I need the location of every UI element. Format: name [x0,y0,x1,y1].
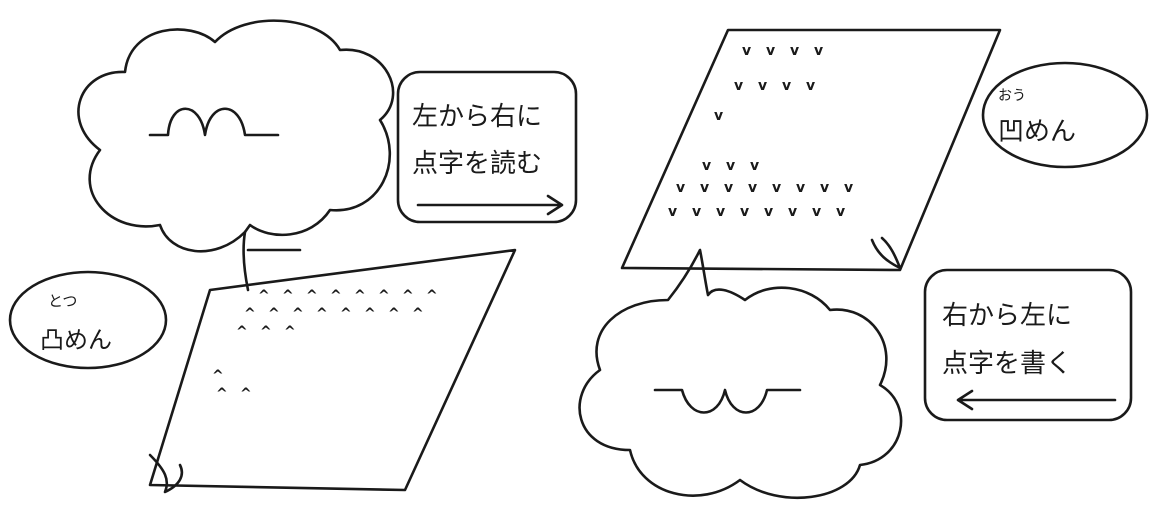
left-braille-sheet: ^^^^^^^^^^^^^^^^^^^^^^ [148,248,517,494]
raised-dot: ^ [306,288,318,304]
raised-dot-marks: ^^^^^^^^^^^^^^^^^^^^^^ [212,288,438,402]
write-direction-box: 右から左に 点字を書く [923,268,1133,422]
recessed-dot: v [790,43,799,59]
recessed-dot: v [812,204,821,220]
recessed-dot: v [750,158,759,174]
recessed-dot: v [796,180,805,196]
recessed-dot: v [806,78,815,94]
recessed-dot: v [788,204,797,220]
raised-dot: ^ [268,306,280,322]
write-box-line1: 右から左に [942,301,1072,331]
left-thought-cloud [77,19,395,292]
raised-dot: ^ [364,306,376,322]
raised-dot: ^ [244,306,256,322]
recessed-dot: v [692,204,701,220]
raised-dot: ^ [236,324,248,340]
concave-surface-text: 凹めん [998,117,1076,147]
raised-dot: ^ [258,288,270,304]
raised-dot: ^ [412,306,424,322]
recessed-dot: v [724,180,733,196]
raised-dot: ^ [212,368,224,384]
recessed-dot: v [748,180,757,196]
left-arrow-icon [956,389,1117,411]
raised-dot: ^ [402,288,414,304]
recessed-dot: v [668,204,677,220]
raised-dot: ^ [354,288,366,304]
raised-dot: ^ [282,288,294,304]
recessed-dot: v [844,180,853,196]
concave-profile-icon [653,388,802,414]
raised-dot: ^ [426,288,438,304]
raised-dot: ^ [388,306,400,322]
convex-surface-text: 凸めん [40,326,112,354]
raised-dot: ^ [216,386,228,402]
raised-dot: ^ [240,386,252,402]
concave-reading: おう [998,88,1026,104]
recessed-dot: v [772,180,781,196]
raised-dot: ^ [260,324,272,340]
recessed-dot: v [764,204,773,220]
read-box-line1: 左から右に [412,102,542,132]
recessed-dot: v [676,180,685,196]
raised-dot: ^ [378,288,390,304]
read-box-line2: 点字を読む [412,149,542,179]
concave-surface-label: おう 凹めん [981,61,1149,169]
recessed-dot: v [734,78,743,94]
recessed-dot: v [782,78,791,94]
read-direction-box: 左から右に 点字を読む [396,70,578,224]
raised-dot: ^ [316,306,328,322]
recessed-dot: v [700,180,709,196]
recessed-dot: v [836,204,845,220]
recessed-dot: v [814,43,823,59]
convex-surface-label: とつ 凸めん [8,270,168,370]
recessed-dot: v [702,158,711,174]
raised-dot: ^ [284,324,296,340]
recessed-dot: v [714,108,723,124]
convex-reading: とつ [48,292,77,310]
write-box-line2: 点字を書く [942,349,1072,379]
convex-profile-icon [148,107,280,137]
raised-dot: ^ [340,306,352,322]
recessed-dot: v [716,204,725,220]
recessed-dot: v [740,204,749,220]
right-thought-cloud [578,248,903,500]
raised-dot: ^ [292,306,304,322]
right-arrow-icon [416,194,564,216]
recessed-dot: v [766,43,775,59]
raised-dot: ^ [330,288,342,304]
recessed-dot: v [758,78,767,94]
recessed-dot: v [742,43,751,59]
recessed-dot: v [820,180,829,196]
recessed-dot: v [726,158,735,174]
